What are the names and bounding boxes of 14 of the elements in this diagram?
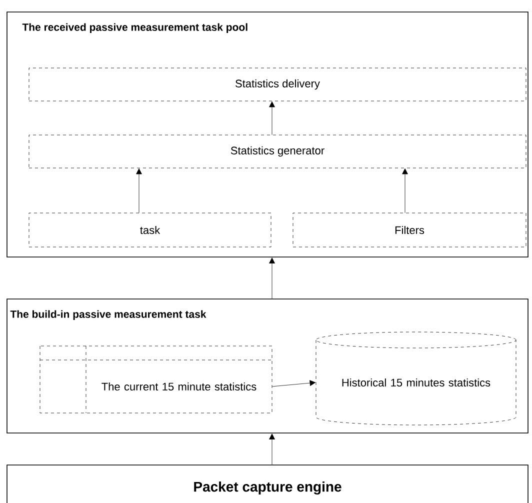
arrow	[136, 168, 142, 213]
process-box: Filters	[292, 212, 526, 248]
arrow	[272, 380, 316, 387]
process-box: Statistics generator	[28, 134, 526, 168]
process-box: Statistics delivery	[28, 68, 526, 102]
arrow	[269, 101, 275, 135]
arrow	[402, 168, 408, 213]
arrow	[269, 434, 275, 465]
arrow	[269, 258, 275, 299]
node-label: Historical 15 minutes statistics	[342, 378, 490, 387]
engine-box: Packet capture engine	[6, 464, 528, 503]
table-box: The current 15 minute statistics	[40, 346, 272, 414]
process-box: task	[28, 212, 272, 248]
database-cylinder: Historical 15 minutes statistics	[316, 332, 516, 426]
